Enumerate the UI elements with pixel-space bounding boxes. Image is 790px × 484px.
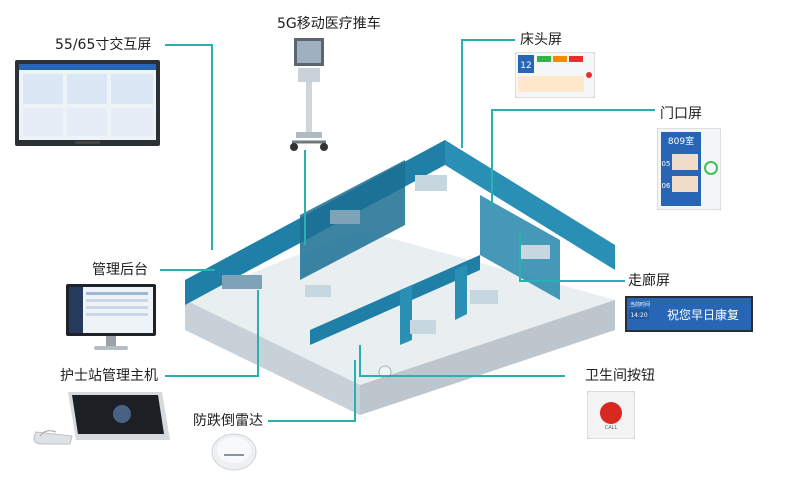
- label-fall-radar: 防跌倒雷达: [193, 413, 263, 429]
- corridor-screen-image: 当前时间 14:20 祝您早日康复: [625, 296, 753, 332]
- label-door-screen: 门口屏: [660, 106, 702, 122]
- ward-floor-plan: [185, 140, 615, 415]
- door-bed-a: 05: [662, 160, 671, 168]
- nurse-station-host-image: [30, 392, 170, 447]
- door-room-number: 809室: [668, 135, 694, 147]
- label-bedside-screen: 床头屏: [520, 32, 562, 48]
- label-corridor-screen: 走廊屏: [628, 273, 670, 289]
- admin-monitor-image: [66, 284, 156, 352]
- corridor-title: 当前时间: [630, 301, 650, 308]
- label-nurse-station-host: 护士站管理主机: [60, 368, 158, 384]
- label-admin-backend: 管理后台: [92, 262, 148, 278]
- door-bed-b: 06: [662, 182, 671, 190]
- button-call-text: CALL: [605, 425, 618, 431]
- label-bathroom-button: 卫生间按钮: [585, 368, 655, 384]
- label-mobile-cart: 5G移动医疗推车: [277, 16, 381, 32]
- bathroom-call-button-image: CALL: [587, 391, 635, 439]
- bedside-screen-image: 12: [515, 52, 595, 98]
- corridor-time: 14:20: [630, 312, 647, 319]
- label-interactive-screen: 55/65寸交互屏: [55, 37, 152, 53]
- corridor-message: 祝您早日康复: [667, 307, 739, 322]
- connector-lines: [160, 39, 655, 422]
- bedside-bed-number: 12: [520, 61, 531, 71]
- fall-radar-image: [210, 432, 258, 472]
- interactive-screen-image: [15, 60, 160, 146]
- door-screen-image: 809室 05 06: [657, 128, 721, 210]
- medical-cart-image: [288, 38, 330, 153]
